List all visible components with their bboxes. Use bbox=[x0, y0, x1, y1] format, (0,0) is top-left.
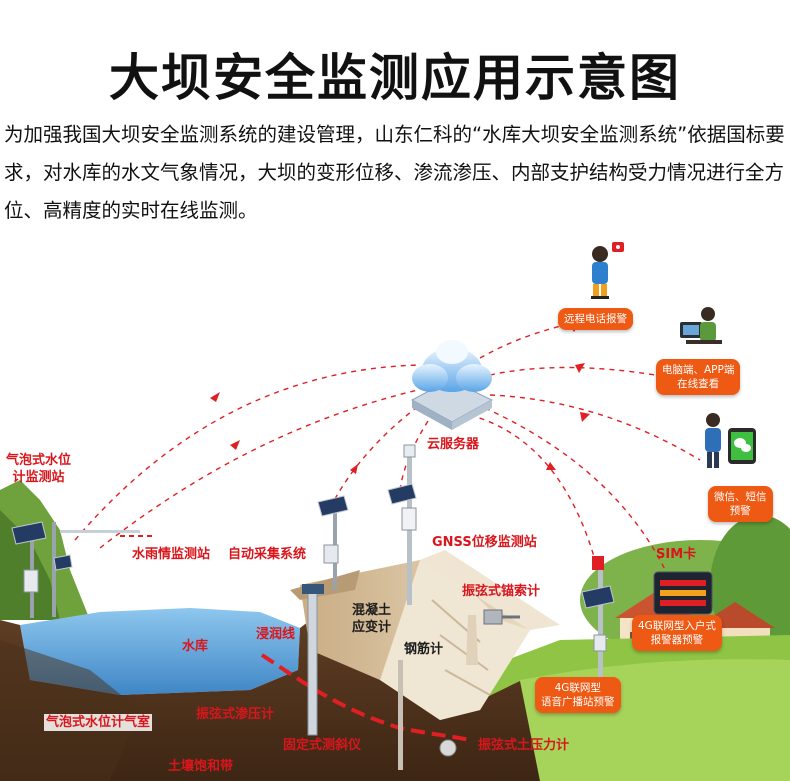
soil-pressure-cell bbox=[439, 739, 457, 757]
label-rain-station: 水雨情监测站 bbox=[130, 546, 213, 563]
label-cloud-server: 云服务器 bbox=[427, 437, 480, 452]
label-seepage-line: 浸润线 bbox=[256, 627, 296, 642]
piezometer-pipe bbox=[398, 660, 403, 770]
label-bubble-level-station: 气泡式水位 计监测站 bbox=[6, 453, 72, 485]
dam-monitoring-scene bbox=[0, 242, 790, 781]
pill-indoor-alarm: 4G联网型入户式 报警器预警 bbox=[632, 615, 722, 651]
label-auto-collect: 自动采集系统 bbox=[226, 546, 309, 563]
solar-panel-icon bbox=[11, 521, 47, 545]
page-title: 大坝安全监测应用示意图 bbox=[109, 49, 681, 107]
pill-phone-alarm: 远程电话报警 bbox=[558, 308, 633, 330]
label-sim: SIM卡 bbox=[656, 547, 697, 562]
person-phone-figure bbox=[591, 246, 609, 299]
label-gnss: GNSS位移监测站 bbox=[432, 535, 537, 550]
gnss-station bbox=[387, 444, 417, 605]
link-arrowheads bbox=[210, 322, 590, 474]
bubble-level-station bbox=[11, 521, 140, 618]
pill-pc-app: 电脑端、APP端 在线查看 bbox=[656, 359, 741, 395]
label-reservoir: 水库 bbox=[182, 639, 209, 654]
cloud-server-icon bbox=[410, 340, 494, 430]
left-mountain bbox=[0, 480, 90, 620]
intro-paragraph: 为加强我国大坝安全监测系统的建设管理，山东仁科的“水库大坝安全监测系统”依据国标… bbox=[4, 123, 785, 222]
rain-station bbox=[317, 495, 349, 590]
dam-body bbox=[290, 550, 560, 720]
label-anchor-cable: 振弦式锚索计 bbox=[462, 584, 541, 599]
pill-broadcast: 4G联网型 语音广播站预警 bbox=[535, 677, 621, 713]
indoor-alarm-device bbox=[653, 571, 713, 615]
label-soil-pressure: 振弦式土压力计 bbox=[478, 738, 570, 753]
wechat-icon bbox=[728, 428, 756, 464]
computer-user-figure bbox=[680, 307, 722, 344]
label-fixed-inclinometer: 固定式测斜仪 bbox=[283, 738, 362, 753]
label-concrete-strain: 混凝土 应变计 bbox=[352, 603, 392, 635]
alarm-icon bbox=[612, 242, 624, 252]
label-bubble-gauge-room: 气泡式水位计气室 bbox=[44, 714, 153, 731]
label-vibrating-piezometer: 振弦式渗压计 bbox=[196, 707, 275, 722]
label-rebar: 钢筋计 bbox=[404, 642, 444, 657]
wechat-user-figure bbox=[705, 413, 721, 468]
anchor-cable-meter bbox=[483, 609, 520, 625]
broadcast-station bbox=[581, 556, 615, 680]
data-links bbox=[74, 319, 701, 581]
pill-wechat-sms: 微信、短信 预警 bbox=[708, 486, 773, 522]
label-saturated-zone: 土壤饱和带 bbox=[168, 759, 234, 774]
inclinometer-pipe bbox=[307, 589, 318, 736]
